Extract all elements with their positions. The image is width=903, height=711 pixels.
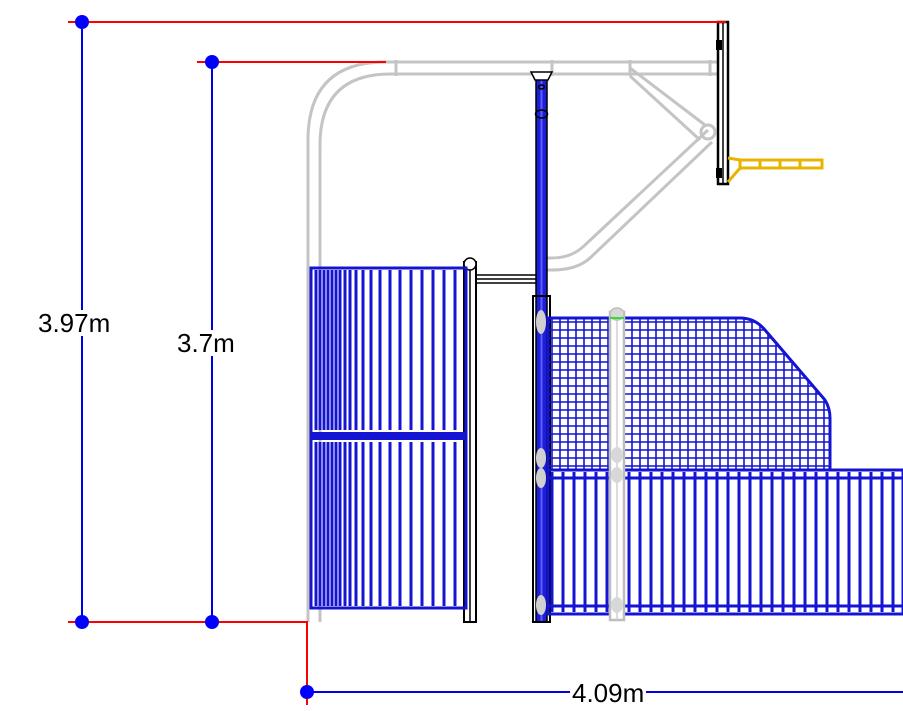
dimension-dot [205, 615, 219, 629]
dimension-dot [205, 55, 219, 69]
grey-support-post [536, 307, 626, 622]
right-mesh-padding [546, 316, 832, 472]
left-padding-block [309, 266, 468, 610]
dimension-dot [75, 615, 89, 629]
overall-depth-label: 4.09m [570, 678, 647, 708]
basketball-rim [726, 156, 824, 183]
dimension-dot [300, 685, 314, 699]
dimension-lines [68, 15, 903, 705]
rim-height-label: 3.7m [177, 328, 235, 358]
blue-telescopic-post [529, 71, 554, 623]
dimension-dot [75, 15, 89, 29]
overall-height-label: 3.97m [38, 308, 111, 338]
right-lower-padding [546, 468, 903, 616]
backboard [716, 20, 730, 186]
